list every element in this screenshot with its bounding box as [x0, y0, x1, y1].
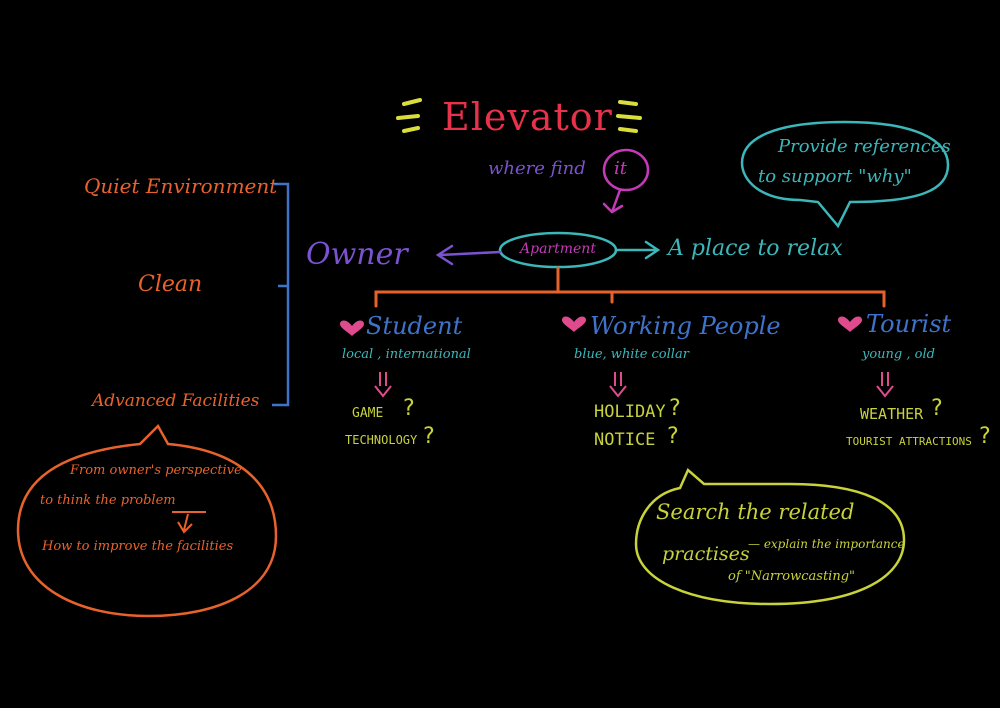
audience-student-qmark-2: ?	[422, 424, 436, 449]
callout-left-arrow	[177, 513, 193, 534]
heart-icon	[838, 316, 862, 332]
callout-left-line2: to think the problem	[40, 493, 176, 508]
callout-left-line3: How to improve the facilities	[42, 539, 234, 554]
audience-tourist-qmark-2: ?	[978, 424, 992, 449]
audience-student-topic-2: TECHNOLOGY	[345, 433, 418, 447]
audience-working-qmark-1: ?	[668, 396, 682, 421]
arrow-to-relax	[614, 240, 661, 260]
where-find-text: where find	[488, 158, 586, 179]
audience-working-topic-1: HOLIDAY	[594, 402, 666, 422]
apartment-label: Apartment	[520, 241, 596, 257]
audience-working-topic-2: NOTICE	[594, 430, 656, 450]
audience-student-qmark-1: ?	[402, 396, 416, 421]
owner-need-facilities: Advanced Facilities	[92, 391, 260, 411]
it-circle	[602, 148, 650, 192]
arrow-to-owner	[435, 244, 502, 266]
heart-icon	[340, 320, 364, 336]
relax-label: A place to relax	[668, 236, 843, 261]
owner-label: Owner	[306, 237, 408, 272]
audience-student-detail: local , international	[342, 347, 471, 362]
callout-right-line1: Search the related	[656, 500, 855, 524]
callout-right-line3: — explain the importance	[748, 537, 905, 551]
callout-right-bubble	[634, 467, 906, 606]
page-title: Elevator	[442, 95, 613, 139]
audience-student-topic-1: GAME	[352, 406, 384, 421]
callout-right-line4: of "Narrowcasting"	[728, 569, 856, 584]
callout-right-line2: practises	[662, 543, 750, 565]
callout-left-line1: From owner's perspective	[70, 463, 242, 478]
heart-icon	[562, 316, 586, 332]
audience-student-name: Student	[366, 312, 463, 340]
callout-top-bubble	[740, 120, 950, 229]
audience-tourist-qmark-1: ?	[930, 396, 944, 421]
callout-top-line2: to support "why"	[758, 166, 912, 187]
audience-tree	[374, 266, 886, 308]
down-arrows	[374, 372, 894, 398]
it-arrow	[602, 188, 624, 214]
audience-tourist-topic-2: TOURIST ATTRACTIONS	[846, 435, 972, 448]
heart-icons	[340, 316, 862, 336]
callout-top-line1: Provide references	[778, 136, 951, 157]
audience-working-qmark-2: ?	[666, 424, 680, 449]
audience-tourist-name: Tourist	[866, 310, 952, 338]
audience-working-detail: blue, white collar	[574, 347, 689, 362]
owner-need-quiet: Quiet Environment	[84, 174, 278, 198]
title-stars	[396, 98, 642, 133]
callout-left-bubble	[16, 423, 278, 618]
owner-needs-bracket	[272, 182, 290, 407]
audience-tourist-topic-1: WEATHER	[860, 405, 924, 423]
owner-need-clean: Clean	[138, 272, 203, 297]
audience-tourist-detail: young , old	[862, 347, 935, 362]
audience-working-name: Working People	[590, 312, 781, 340]
where-it-text: it	[614, 158, 627, 179]
